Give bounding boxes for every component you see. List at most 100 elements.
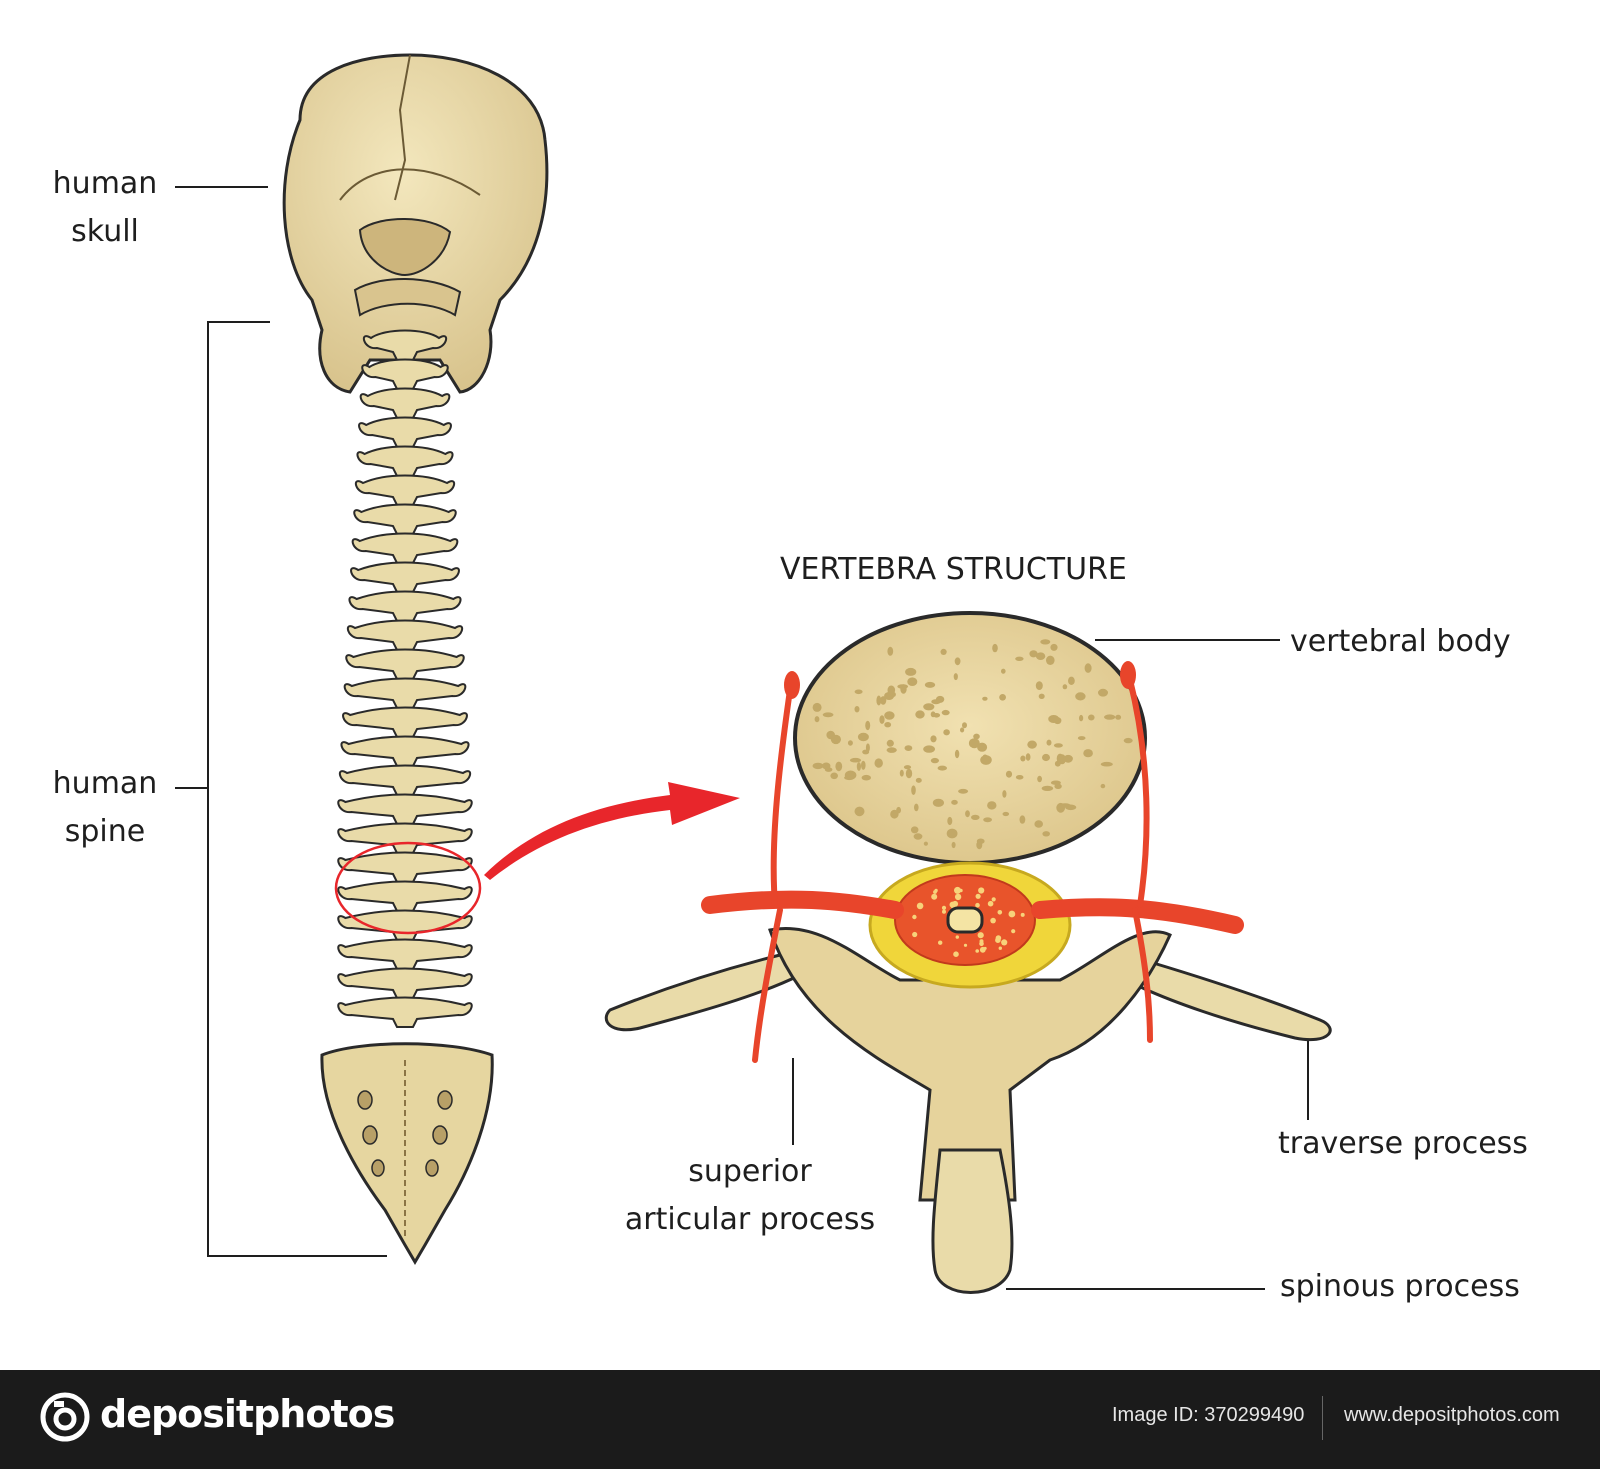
spine-vertebra xyxy=(338,764,472,796)
bone-pore xyxy=(930,757,940,764)
human-skull xyxy=(282,53,549,394)
label-skull-line2: skull xyxy=(71,214,139,249)
cord-dot xyxy=(942,909,946,914)
vertebra-structure-title: VERTEBRA STRUCTURE xyxy=(780,552,1127,587)
sacrum xyxy=(320,1042,494,1265)
bone-pore xyxy=(1050,643,1058,651)
bone-pore xyxy=(854,706,860,713)
highlight-circle xyxy=(334,841,482,935)
spine-vertebra xyxy=(337,996,473,1028)
label-human-skull: human skull xyxy=(40,160,170,256)
bone-pore xyxy=(923,703,935,711)
bone-pore xyxy=(1035,681,1043,690)
bone-pore xyxy=(946,828,958,839)
spine-vertebra xyxy=(348,590,462,622)
spine-vertebra xyxy=(343,677,467,709)
image-id: Image ID: 370299490 xyxy=(1112,1404,1305,1426)
label-superior-line1: superior xyxy=(688,1154,812,1189)
cord-dot xyxy=(1001,939,1008,946)
bone-pore xyxy=(1020,755,1026,762)
bone-pore xyxy=(1002,790,1007,798)
vertebral-body xyxy=(793,611,1147,865)
bone-pore xyxy=(1042,831,1050,837)
bone-pore xyxy=(814,716,820,723)
bone-pore xyxy=(1115,714,1122,720)
bone-pore xyxy=(1079,714,1084,722)
bone-pore xyxy=(1035,652,1046,660)
footer-divider xyxy=(1322,1396,1323,1440)
bone-pore xyxy=(1005,770,1013,778)
bone-pore xyxy=(1046,655,1055,665)
bone-pore xyxy=(847,740,853,746)
brand-name[interactable]: depositphotos xyxy=(100,1392,395,1436)
cord-dot xyxy=(931,893,938,900)
bone-pore xyxy=(914,803,919,812)
spine-vertebra xyxy=(362,329,448,361)
bone-pore xyxy=(924,681,936,688)
bone-pore xyxy=(826,730,835,740)
bone-pore xyxy=(999,694,1006,701)
bone-pore xyxy=(1077,736,1086,741)
bone-pore xyxy=(1041,785,1054,792)
label-skull-line1: human xyxy=(52,166,158,201)
bone-pore xyxy=(954,657,961,666)
cord-dot xyxy=(933,890,937,894)
bone-pore xyxy=(822,712,834,718)
bone-pore xyxy=(876,695,882,706)
site-url[interactable]: www.depositphotos.com xyxy=(1344,1404,1560,1426)
label-traverse-process: traverse process xyxy=(1278,1126,1528,1161)
bone-pore xyxy=(905,768,913,779)
bone-pore xyxy=(971,814,980,821)
cord-dot xyxy=(1011,929,1016,934)
bone-pore xyxy=(854,689,863,695)
bone-pore xyxy=(983,817,992,823)
bone-pore xyxy=(887,646,894,656)
spine-vertebra xyxy=(337,909,473,941)
bone-pore xyxy=(913,833,923,840)
camera-logo-icon xyxy=(40,1392,90,1442)
human-spine xyxy=(337,329,473,1028)
bone-pore xyxy=(943,729,950,736)
bone-pore xyxy=(812,702,822,712)
cord-dot xyxy=(912,933,916,937)
cord-dot xyxy=(975,949,979,953)
bone-pore xyxy=(1038,693,1045,699)
spine-vertebra xyxy=(337,880,473,912)
bone-pore xyxy=(886,739,894,747)
bone-pore xyxy=(977,742,988,752)
bone-pore xyxy=(1042,753,1050,762)
bone-pore xyxy=(904,745,913,751)
bone-pore xyxy=(1025,753,1031,761)
bone-pore xyxy=(1050,780,1061,785)
spine-vertebra xyxy=(356,445,454,477)
bone-pore xyxy=(940,648,947,656)
spine-vertebra xyxy=(351,532,459,564)
label-spine-line1: human xyxy=(52,766,158,801)
anatomy-illustration: human skull human spine VERTEBRA STRUCTU… xyxy=(40,53,1528,1304)
spine-vertebra xyxy=(350,561,460,593)
spine-vertebra xyxy=(337,851,473,883)
bone-pore xyxy=(1046,739,1052,746)
bone-pore xyxy=(931,699,941,705)
bone-pore xyxy=(1083,749,1093,758)
cord-dot xyxy=(912,914,917,920)
bone-pore xyxy=(915,777,922,783)
cord-dot xyxy=(995,935,1002,941)
bone-pore xyxy=(1019,815,1026,824)
bone-pore xyxy=(886,747,897,753)
bone-pore xyxy=(958,788,969,794)
bone-pore xyxy=(884,711,895,720)
label-spinous-process: spinous process xyxy=(1280,1269,1520,1304)
spinal-nerves xyxy=(701,677,1244,1063)
bone-pore xyxy=(849,757,862,763)
spine-vertebra xyxy=(354,474,456,506)
spine-vertebra xyxy=(342,706,468,738)
label-leader-lines xyxy=(175,186,1309,1290)
bone-pore xyxy=(812,762,824,770)
bone-pore xyxy=(930,711,936,718)
cord-dot xyxy=(997,910,1003,915)
bone-pore xyxy=(865,720,871,731)
bone-pore xyxy=(1002,811,1010,817)
bone-pore xyxy=(1015,656,1024,661)
bone-pore xyxy=(1053,743,1063,748)
